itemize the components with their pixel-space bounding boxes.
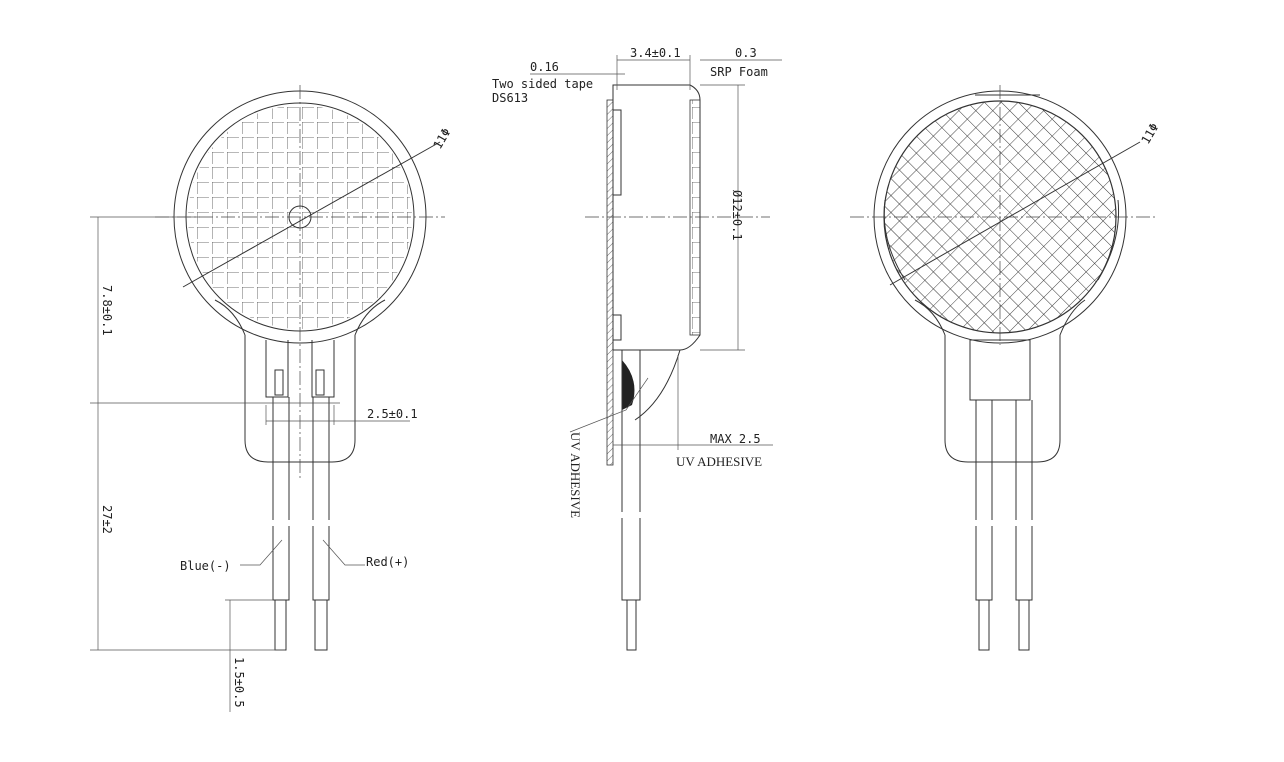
- foam-label: SRP Foam: [710, 65, 768, 79]
- tape-label: Two sided tape: [492, 77, 593, 91]
- front-view: 7.8±0.1 27±2 1.5±0.5 2.5±0.1 Blue(-) Red…: [90, 85, 453, 712]
- foam-dimension: 0.3: [735, 46, 757, 60]
- red-wire-label: Red(+): [366, 555, 409, 569]
- height-dimension: 7.8±0.1: [100, 285, 114, 336]
- uv-adhesive-label-vertical: UV ADHESIVE: [568, 432, 583, 518]
- back-view: 11Φ: [850, 85, 1161, 651]
- side-view: 3.4±0.1 0.3 SRP Foam 0.16 Two sided tape…: [492, 46, 782, 651]
- strip-length-dimension: 1.5±0.5: [232, 657, 246, 708]
- uv-adhesive-label: UV ADHESIVE: [676, 454, 762, 469]
- blue-wire-label: Blue(-): [180, 559, 231, 573]
- tape-part-number: DS613: [492, 91, 528, 105]
- front-diameter-label: 11Φ: [430, 126, 453, 152]
- diameter-dimension: Ø12±0.1: [730, 190, 744, 241]
- tape-dimension: 0.16: [530, 60, 559, 74]
- pitch-dimension: 2.5±0.1: [367, 407, 418, 421]
- thickness-dimension: 3.4±0.1: [630, 46, 681, 60]
- max-dimension: MAX 2.5: [710, 432, 761, 446]
- back-diameter-label: 11Φ: [1138, 121, 1161, 147]
- lead-length-dimension: 27±2: [100, 505, 114, 534]
